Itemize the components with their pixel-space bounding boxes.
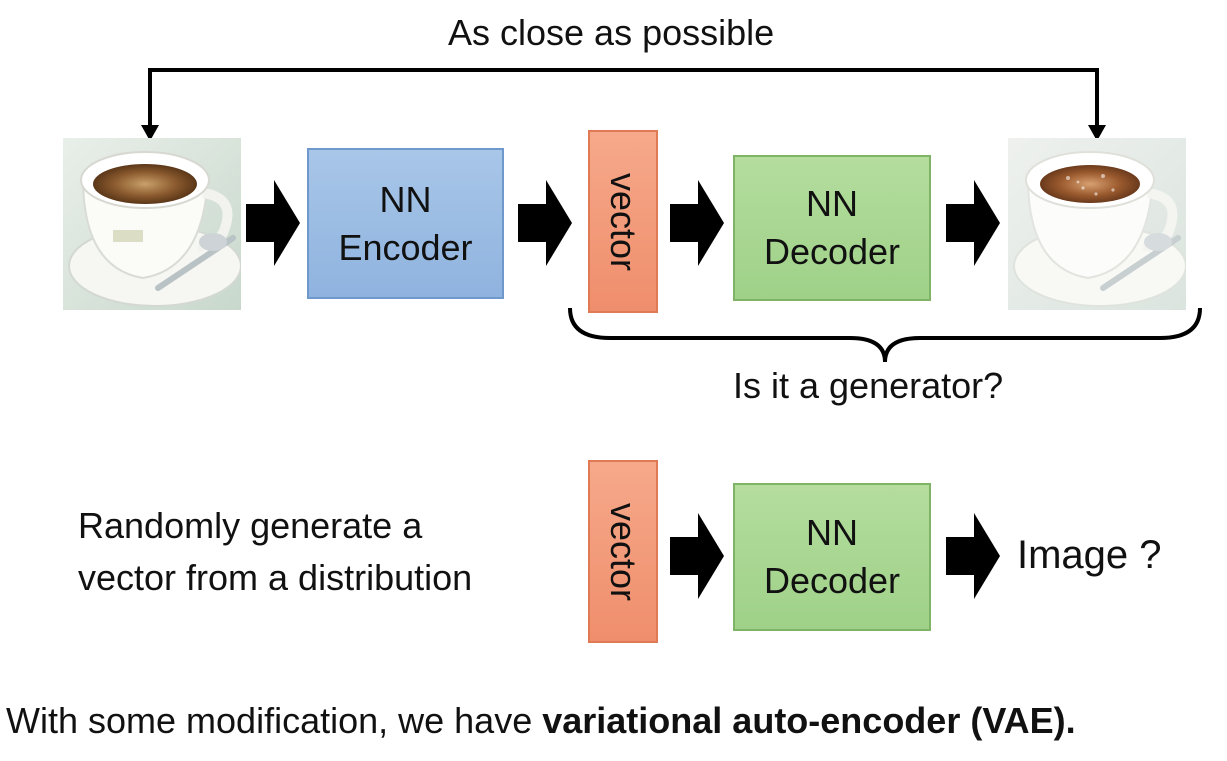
- top-label: As close as possible: [448, 12, 775, 53]
- vector-box: vector: [588, 130, 658, 313]
- reconstructed-coffee-cup-image: [1008, 138, 1186, 310]
- footer-text: With some modification, we have variatio…: [6, 700, 1076, 742]
- input-coffee-cup-image: [63, 138, 241, 310]
- decoder-line1: NN: [806, 183, 858, 224]
- encoder-line1: NN: [379, 178, 432, 220]
- right-arrow-icon: [670, 180, 724, 266]
- decoder-line2: Decoder: [763, 231, 901, 272]
- right-arrow-icon: [518, 180, 572, 266]
- nn-decoder-box: NN Decoder: [733, 155, 931, 301]
- bottom-vector-label: vector: [603, 502, 645, 601]
- brace-label: Is it a generator?: [733, 365, 1004, 406]
- curly-brace: [568, 307, 1202, 363]
- bottom-decoder-line1: NN: [806, 512, 858, 553]
- footer-prefix: With some modification, we have: [6, 700, 543, 741]
- right-arrow-icon: [246, 180, 300, 266]
- bottom-nn-decoder-box: NN Decoder: [733, 483, 931, 631]
- right-arrow-icon: [670, 513, 724, 599]
- right-arrow-icon: [946, 513, 1000, 599]
- vector-label: vector: [603, 172, 645, 271]
- encoder-line2: Encoder: [338, 226, 473, 268]
- random-text-line2: vector from a distribution: [78, 557, 473, 598]
- nn-encoder-box: NN Encoder: [307, 148, 504, 299]
- bottom-decoder-line2: Decoder: [763, 560, 901, 601]
- right-arrow-icon: [946, 180, 1000, 266]
- image-label: Image ?: [1017, 533, 1162, 577]
- footer-bold: variational auto-encoder (VAE).: [542, 700, 1076, 741]
- random-text-line1: Randomly generate a: [78, 505, 423, 546]
- bottom-vector-box: vector: [588, 460, 658, 643]
